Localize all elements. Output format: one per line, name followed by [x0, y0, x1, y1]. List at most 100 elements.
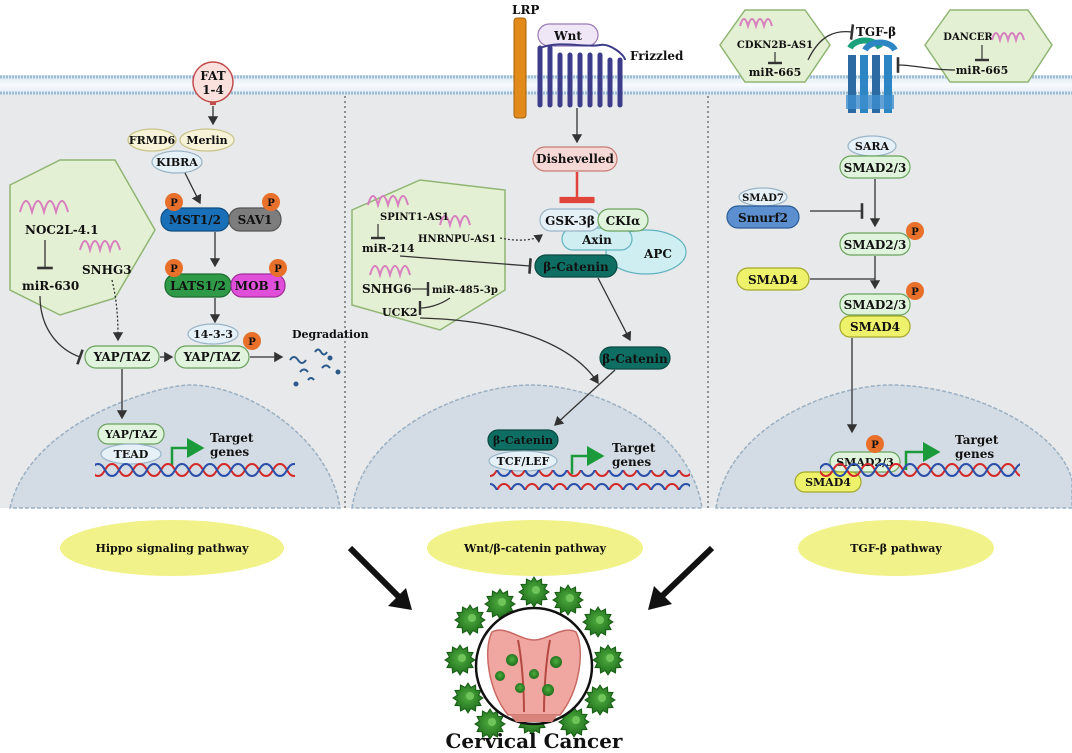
target-genes-tgf-1: Target: [955, 433, 999, 447]
frizzled-label: Frizzled: [630, 49, 684, 63]
rna-hairpin-icon: [369, 265, 411, 279]
lats-label: LATS1/2: [170, 279, 226, 293]
rna-hairpin-icon: [19, 200, 69, 216]
smad23-label-2: SMAD2/3: [844, 238, 907, 252]
cancer-cell-icon: [592, 644, 624, 676]
dashed-hnrnpu-gsk: [499, 234, 543, 244]
svg-text:P: P: [911, 287, 919, 298]
phospho-badge-smad3: P: [906, 282, 924, 300]
frmd6-label: FRMD6: [129, 134, 176, 147]
smad4-node-1: SMAD4: [736, 267, 810, 291]
snhg6-label: SNHG6: [362, 282, 412, 296]
smad4-label-2: SMAD4: [850, 320, 900, 334]
cell-membrane: [0, 75, 1072, 95]
hippo-pathway-label: Hippo signaling pathway: [95, 542, 249, 555]
gsk-label: GSK-3β: [545, 214, 595, 228]
hnrnpu-label: HNRNPU-AS1: [418, 234, 496, 245]
cki-label: CKIα: [606, 214, 641, 228]
transcription-arrow-wnt: [570, 446, 605, 474]
smad4-node-2: SMAD4: [839, 315, 911, 338]
fat-label-1: FAT: [200, 69, 225, 83]
rna-hairpin-icon: [991, 32, 1025, 44]
mst-label: MST1/2: [169, 213, 221, 227]
mir665-left-label: miR-665: [749, 66, 802, 79]
rna-hairpin-icon: [79, 240, 121, 254]
noc2l-label: NOC2L-4.1: [25, 223, 99, 237]
kibra-node: KIBRA: [151, 150, 203, 174]
inhibit-mir485-uck2: [418, 297, 451, 316]
cancer-cell-icon: [454, 604, 486, 636]
tgf-pathway: CDKN2B-AS1 miR-665 TGF-β DANCER miR-665: [719, 9, 1053, 493]
frizzled-receptor: [537, 43, 626, 108]
yaptaz-label: YAP/TAZ: [93, 350, 151, 364]
arrow-bcat-nucleus: [554, 369, 616, 426]
dancer-label: DANCER: [943, 32, 993, 43]
uck2-label: UCK2: [382, 306, 418, 319]
smad7-label: SMAD7: [742, 193, 784, 204]
svg-text:P: P: [170, 198, 178, 209]
tead-node: TEAD: [100, 443, 162, 465]
cancer-cell-icon: [444, 644, 476, 676]
transcription-arrow-hippo: [170, 438, 205, 466]
sara-node: SARA: [847, 135, 897, 157]
smurf2-node: Smurf2: [726, 205, 800, 229]
svg-text:P: P: [267, 198, 275, 209]
yaptaz-node: YAP/TAZ: [84, 345, 160, 369]
dashed-snhg3-yaptaz: [111, 279, 124, 342]
lats-node: LATS1/2: [164, 273, 232, 298]
p1433-node: 14-3-3: [187, 323, 239, 345]
label-hippo: Hippo signaling pathway: [60, 520, 284, 576]
svg-text:P: P: [871, 440, 879, 451]
fat-label-2: 1-4: [202, 83, 224, 97]
mst-node: MST1/2: [160, 207, 230, 232]
inhibit-mir665-tgf: [807, 24, 855, 61]
cancer-cell-icon: [584, 684, 616, 716]
rna-hairpin-icon: [439, 215, 471, 229]
arrow-kibra-mst: [184, 172, 202, 205]
label-tgf: TGF-β pathway: [798, 520, 994, 576]
wnt-ligand: Wnt: [537, 23, 599, 47]
wnt-pathway: LRP Wnt Frizzled Dishevelled APC Axin GS…: [351, 3, 690, 490]
phospho-badge-yaptaz: P: [243, 332, 261, 350]
mir630-label: miR-630: [22, 279, 79, 293]
cancer-cell-icon: [552, 584, 584, 616]
arrow-left-to-cancer: [347, 545, 412, 610]
mir665-right-label: miR-665: [956, 64, 1009, 77]
lncrna-hexagon-dancer: DANCER miR-665: [924, 9, 1053, 83]
fat-receptor: FAT 1-4: [192, 61, 234, 105]
mob-node: MOB 1: [230, 273, 286, 298]
mir214-label: miR-214: [362, 242, 415, 255]
cdkn-label: CDKN2B-AS1: [737, 40, 813, 51]
phospho-badge-mob: P: [269, 259, 287, 277]
destruction-complex: APC Axin GSK-3β CKIα β-Catenin: [534, 208, 687, 278]
bcat-free-node: β-Catenin: [599, 346, 671, 370]
lncrna-hexagon-hippo: NOC2L-4.1 SNHG3 miR-630: [9, 159, 156, 316]
spint-label: SPINT1-AS1: [380, 212, 449, 223]
degraded-fragments: [289, 348, 341, 387]
wnt-label: Wnt: [553, 29, 582, 43]
arrow-bcat-release: [597, 277, 632, 342]
sara-label: SARA: [855, 140, 890, 153]
apc-label: APC: [643, 247, 672, 261]
arrow-uck2-bcat: [419, 317, 599, 385]
rna-hairpin-icon: [367, 195, 409, 209]
bcat-nuclear-label: β-Catenin: [493, 434, 553, 447]
snhg3-label: SNHG3: [82, 263, 132, 277]
sav-label: SAV1: [238, 213, 273, 227]
bcat-nuclear-node: β-Catenin: [487, 429, 559, 451]
axin-label: Axin: [581, 233, 612, 247]
smad7-node: SMAD7: [738, 187, 788, 207]
lncrna-hexagon-cdkn: CDKN2B-AS1 miR-665: [719, 9, 831, 83]
dishevelled-node: Dishevelled: [532, 146, 618, 172]
yaptaz-nuclear-label: YAP/TAZ: [104, 428, 157, 441]
frmd6-node: FRMD6: [127, 128, 177, 152]
degradation-label: Degradation: [292, 328, 369, 341]
svg-text:P: P: [170, 264, 178, 275]
target-genes-wnt-1: Target: [612, 441, 656, 455]
tcf-node: TCF/LEF: [488, 450, 558, 472]
bcat-complex-label: β-Catenin: [543, 260, 609, 274]
dna-hippo: [95, 462, 295, 482]
dna-tgf: [820, 462, 1020, 482]
smad23-label-1: SMAD2/3: [844, 161, 907, 175]
